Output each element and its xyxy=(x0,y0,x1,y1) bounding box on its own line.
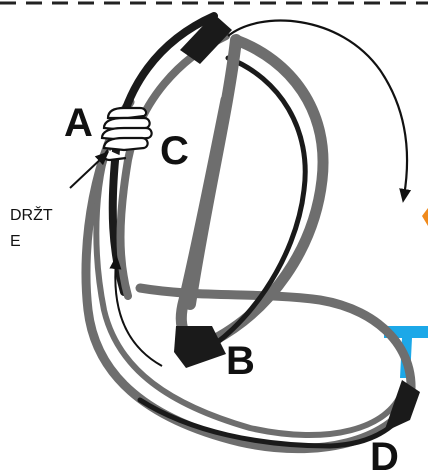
rope-lower-loop-grey xyxy=(81,97,416,454)
rope-top-cap xyxy=(180,14,232,64)
rope-inner-loop-dark xyxy=(193,55,308,359)
curved-arrow-top xyxy=(227,19,412,203)
orange-accent xyxy=(422,208,428,226)
label-a: A xyxy=(64,101,93,145)
rope-lower-loop-grey-inner xyxy=(93,112,405,439)
rope-end-b xyxy=(174,326,226,368)
label-b: B xyxy=(226,339,255,383)
rope-end-d xyxy=(384,380,420,432)
label-c: C xyxy=(160,129,189,173)
curved-arrow-left xyxy=(109,255,163,367)
rope-central-grey xyxy=(184,34,242,310)
hold-label-line1: DRŽT xyxy=(10,205,53,224)
hold-label-line2: E xyxy=(10,233,21,250)
hold-pointer-arrow xyxy=(69,151,110,189)
label-d: D xyxy=(370,435,399,472)
